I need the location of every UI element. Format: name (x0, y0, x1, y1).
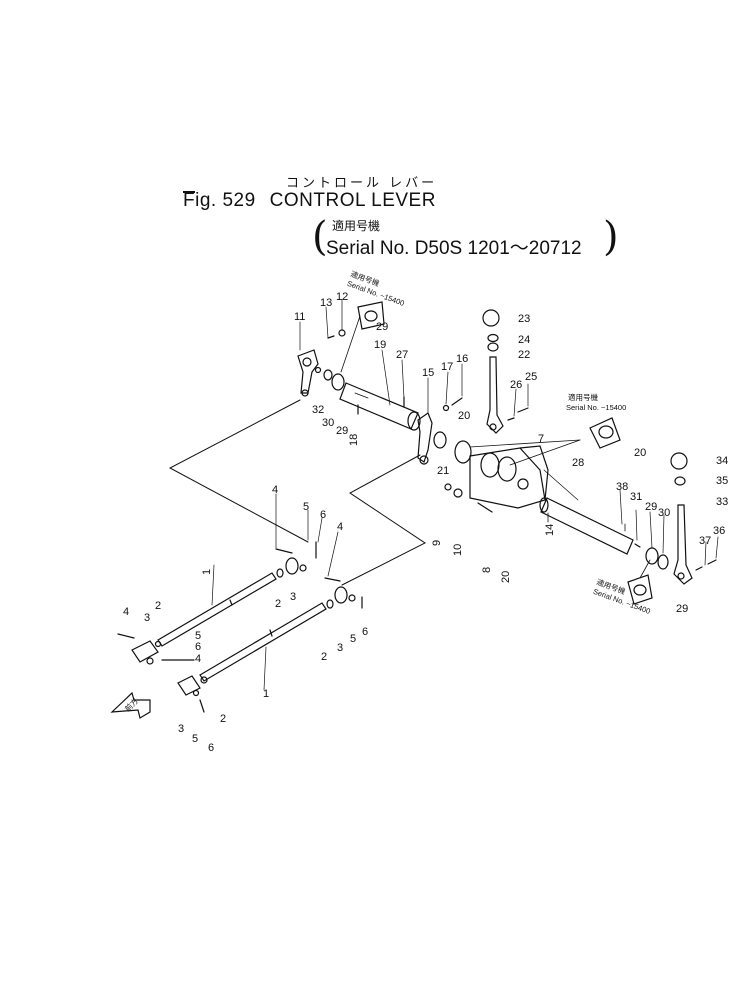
lever-15 (417, 397, 463, 465)
callout-33: 33 (716, 496, 728, 508)
callout-11: 11 (294, 311, 305, 323)
callout-4: 4 (195, 653, 201, 665)
serial-note-3: 適用号機 Serial No. ~15400 (592, 576, 652, 615)
callout-5: 5 (195, 630, 201, 642)
callout-15: 15 (422, 367, 434, 379)
callout-2: 2 (275, 598, 281, 610)
callout-3: 3 (178, 723, 184, 735)
callout-10: 10 (452, 544, 464, 556)
figure-number: Fig. 529 (183, 190, 256, 211)
callout-26: 26 (510, 379, 522, 391)
serial-range: Serial No. D50S 1201～20712 (326, 238, 582, 259)
callout-2: 2 (321, 651, 327, 663)
serial-note-2-text: Serial No. ~15400 (566, 403, 626, 412)
callout-13: 13 (320, 297, 332, 309)
callout-3: 3 (337, 642, 343, 654)
callout-20: 20 (500, 571, 512, 583)
japanese-title: コントロール レバー (286, 176, 438, 191)
callout-16: 16 (456, 353, 468, 365)
shaft-28 (539, 497, 641, 555)
callout-6: 6 (320, 509, 326, 521)
callout-4: 4 (123, 606, 129, 618)
callout-28: 28 (572, 457, 584, 469)
callout-7: 7 (538, 433, 544, 445)
serial-note-2: 適用号機 Serial No. ~15400 (566, 392, 626, 412)
callout-30: 30 (322, 417, 334, 429)
valve-block-7 (444, 440, 549, 513)
left-paren: ( (312, 214, 328, 260)
left-clevis-lower (177, 675, 208, 713)
callout-14: 14 (544, 524, 556, 536)
callout-29: 29 (676, 603, 688, 615)
callout-22: 22 (518, 349, 530, 361)
callout-36: 36 (713, 525, 725, 537)
callout-32: 32 (312, 404, 324, 416)
upper-bushing-tag (340, 301, 385, 373)
callout-4: 4 (272, 484, 278, 496)
callout-29: 29 (336, 425, 348, 437)
callout-5: 5 (303, 501, 309, 513)
callout-12: 12 (336, 291, 348, 303)
callout-20: 20 (634, 447, 646, 459)
callout-8: 8 (481, 567, 493, 573)
callout-19: 19 (374, 339, 386, 351)
callout-numbers: 11 13 12 29 19 27 15 17 16 32 30 29 18 2… (123, 291, 728, 754)
lever-22 (482, 309, 529, 434)
upper-shaft-19 (339, 382, 421, 431)
callout-24: 24 (518, 334, 530, 346)
callout-27: 27 (396, 349, 408, 361)
callout-2: 2 (155, 600, 161, 612)
leader-lines (211, 298, 719, 691)
serial-note-1: 適用号機 Serial No. ~15400 (346, 268, 406, 307)
japanese-applicability: 適用号機 (332, 219, 381, 233)
callout-29: 29 (645, 501, 657, 513)
lower-link-line (341, 454, 426, 586)
callout-6: 6 (362, 626, 368, 638)
callout-29: 29 (376, 321, 388, 333)
callout-21: 21 (437, 465, 449, 477)
right-serial-tags (469, 417, 653, 605)
callout-3: 3 (144, 612, 150, 624)
callout-5: 5 (192, 733, 198, 745)
callout-35: 35 (716, 475, 728, 487)
callout-9: 9 (431, 540, 443, 546)
front-direction-arrow (110, 691, 151, 719)
lever-33 (645, 452, 717, 585)
callout-25: 25 (525, 371, 537, 383)
upper-lever-11 (297, 349, 319, 397)
fig-overbar (183, 191, 195, 193)
right-paren: ) (603, 214, 619, 260)
callout-1: 1 (201, 569, 213, 575)
callout-3: 3 (290, 591, 296, 603)
callout-6: 6 (195, 641, 201, 653)
callout-4: 4 (337, 521, 343, 533)
lower-rod-1-lower (199, 577, 363, 682)
callout-2: 2 (220, 713, 226, 725)
figure-name: CONTROL LEVER (269, 190, 436, 211)
callout-37: 37 (699, 535, 711, 547)
callout-5: 5 (350, 633, 356, 645)
serial-note-2-jp: 適用号機 (568, 392, 598, 402)
upper-small-parts (314, 329, 405, 415)
callout-31: 31 (630, 491, 642, 503)
callout-30: 30 (658, 507, 670, 519)
link-lines (168, 399, 426, 586)
callout-17: 17 (441, 361, 453, 373)
callout-23: 23 (518, 313, 530, 325)
callout-34: 34 (716, 455, 728, 467)
callout-20: 20 (458, 410, 470, 422)
upper-link-line (168, 399, 309, 543)
left-clevis-upper (117, 633, 195, 665)
figure-title: Fig. 529 CONTROL LEVER (183, 190, 436, 212)
callout-38: 38 (616, 481, 628, 493)
callout-6: 6 (208, 742, 214, 754)
callout-1: 1 (263, 688, 269, 700)
callout-18: 18 (348, 434, 360, 446)
